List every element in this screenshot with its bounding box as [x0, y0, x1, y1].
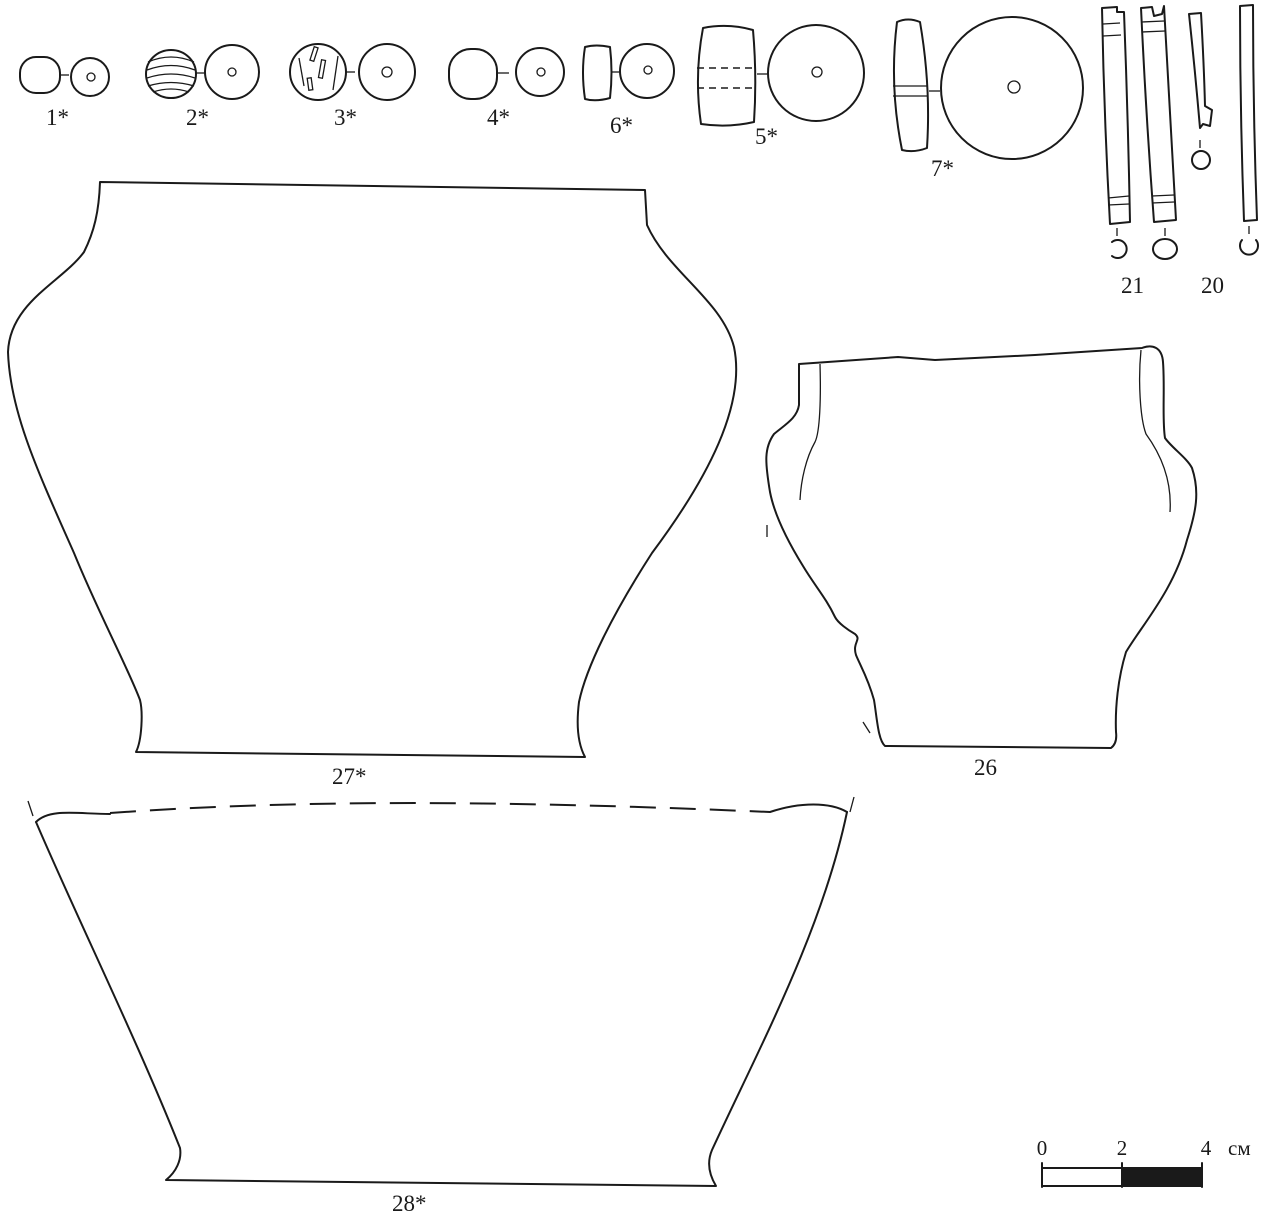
tubes-21-label: 21	[1121, 273, 1144, 298]
bead-2-label: 2*	[186, 105, 209, 130]
vessel-27-drawing	[7, 181, 738, 758]
tubes-20-label: 20	[1201, 273, 1224, 298]
tubes-21-drawing	[1101, 5, 1178, 260]
scale-tick-2: 2	[1117, 1136, 1128, 1160]
bead-2-drawing	[145, 44, 260, 100]
vessel-26-drawing	[765, 345, 1198, 749]
bead-4-label: 4*	[487, 105, 510, 130]
bead-5-label: 5*	[755, 124, 778, 149]
bead-4-drawing	[448, 47, 565, 100]
vessel-26-label: 26	[974, 755, 997, 780]
vessel-28-label: 28*	[392, 1191, 427, 1216]
scale-bar-black-segment	[1121, 1167, 1203, 1187]
scale-tick-4: 4	[1201, 1136, 1212, 1160]
scale-tick-0: 0	[1037, 1136, 1048, 1160]
bead-3-drawing	[289, 43, 416, 101]
tubes-20-drawing	[1188, 4, 1259, 256]
bead-1-drawing	[19, 56, 110, 97]
bead-6-drawing	[582, 43, 675, 102]
bead-6-label: 6*	[610, 113, 633, 138]
bead-7-drawing	[892, 16, 1084, 160]
vessel-28-drawing	[27, 796, 855, 1187]
bead-7-label: 7*	[931, 156, 954, 181]
bead-3-label: 3*	[334, 105, 357, 130]
scale-unit: см	[1228, 1136, 1251, 1160]
vessel-27-label: 27*	[332, 764, 367, 789]
bead-5-drawing	[696, 24, 865, 127]
bead-1-label: 1*	[46, 105, 69, 130]
scale-bar-white-segment	[1041, 1167, 1123, 1187]
scale-bar	[1041, 1162, 1203, 1188]
